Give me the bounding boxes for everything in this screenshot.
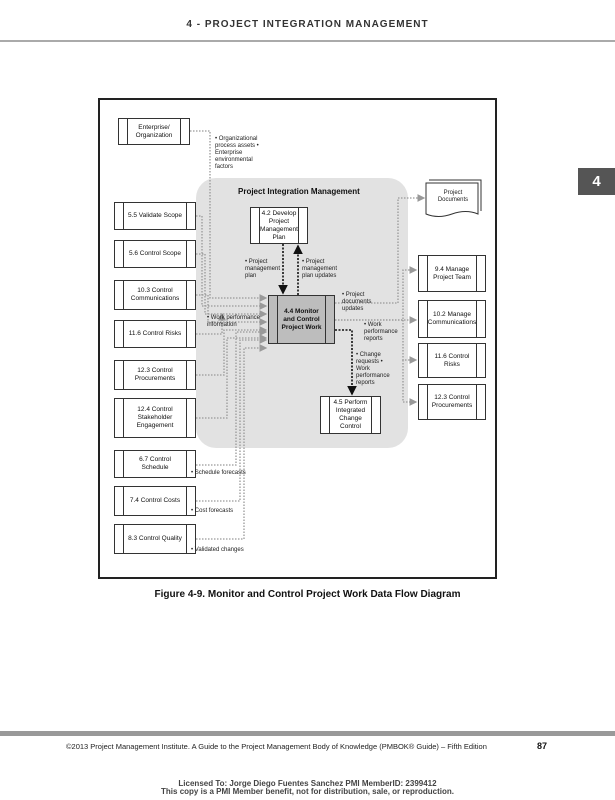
license-line-2: This copy is a PMI Member benefit, not f… bbox=[161, 787, 454, 796]
box-5-6: 5.6 Control Scope bbox=[114, 240, 196, 268]
box-enterprise: Enterprise/ Organization bbox=[118, 118, 190, 145]
license-line-1: Licensed To: Jorge Diego Fuentes Sanchez… bbox=[178, 779, 437, 788]
box-10-3: 10.3 Control Communications bbox=[114, 280, 196, 310]
footer-rule bbox=[0, 731, 615, 736]
chapter-tab: 4 bbox=[578, 168, 615, 195]
page-number: 87 bbox=[537, 741, 548, 751]
box-7-4: 7.4 Control Costs bbox=[114, 486, 196, 516]
label-enterprise-inputs: • Organizational process assets • Enterp… bbox=[215, 136, 259, 170]
box-10-2: 10.2 Manage Communications bbox=[418, 300, 486, 338]
label-validated-changes: • Validated changes bbox=[191, 547, 244, 553]
box-11-6-left: 11.6 Control Risks bbox=[114, 320, 196, 348]
label-change-requests: • Change requests • Work performance rep… bbox=[356, 352, 390, 386]
box-12-4: 12.4 Control Stakeholder Engagement bbox=[114, 398, 196, 438]
label-cost-forecasts: • Cost forecasts bbox=[191, 508, 234, 514]
region-title: Project Integration Management bbox=[238, 187, 360, 196]
label-wpr: • Work performance reports bbox=[364, 322, 398, 342]
label-pmp: • Project management plan bbox=[245, 259, 281, 279]
box-8-3: 8.3 Control Quality bbox=[114, 524, 196, 554]
box-5-5: 5.5 Validate Scope bbox=[114, 202, 196, 230]
box-4-2: 4.2 Develop Project Management Plan bbox=[250, 207, 308, 244]
box-11-6-right: 11.6 Control Risks bbox=[418, 343, 486, 378]
label-doc-updates: • Project documents updates bbox=[342, 292, 372, 312]
footer-text: ©2013 Project Management Institute. A Gu… bbox=[66, 742, 487, 751]
box-12-3-left: 12.3 Control Procurements bbox=[114, 360, 196, 390]
box-project-documents: Project Documents bbox=[437, 190, 469, 203]
project-documents-shape bbox=[425, 182, 479, 217]
box-12-3-right: 12.3 Control Procurements bbox=[418, 384, 486, 420]
license-notice: Licensed To: Jorge Diego Fuentes Sanchez… bbox=[0, 780, 615, 796]
diagram-frame bbox=[98, 98, 497, 579]
box-6-7: 6.7 Control Schedule bbox=[114, 450, 196, 478]
label-wpi: • Work performance information bbox=[207, 315, 261, 328]
figure-caption: Figure 4-9. Monitor and Control Project … bbox=[154, 589, 461, 600]
box-4-5: 4.5 Perform Integrated Change Control bbox=[320, 396, 381, 434]
box-4-4: 4.4 Monitor and Control Project Work bbox=[268, 295, 335, 344]
box-9-4: 9.4 Manage Project Team bbox=[418, 255, 486, 292]
header-rule bbox=[0, 40, 615, 42]
label-schedule-forecasts: • Schedule forecasts bbox=[191, 470, 246, 476]
running-header: 4 - PROJECT INTEGRATION MANAGEMENT bbox=[186, 19, 429, 30]
label-pmp-updates: • Project management plan updates bbox=[302, 259, 338, 279]
